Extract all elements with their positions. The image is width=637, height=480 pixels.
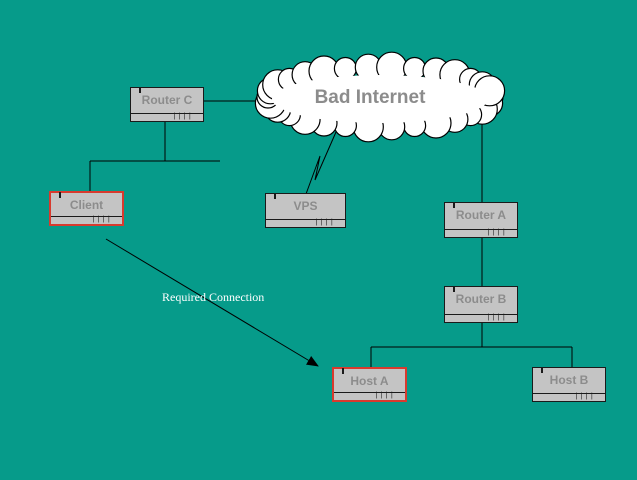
vps-ports: |||| xyxy=(314,219,335,227)
router-c-tick xyxy=(139,87,141,93)
host-a-node[interactable]: Host A |||| xyxy=(332,367,407,402)
required-connection-arrow xyxy=(105,238,319,367)
router-b-ports: |||| xyxy=(486,314,507,322)
host-b-tick xyxy=(541,367,543,373)
router-c-node[interactable]: Router C |||| xyxy=(130,87,204,122)
host-a-label: Host A xyxy=(350,374,389,388)
vps-label: VPS xyxy=(293,199,318,213)
required-connection-label: Required Connection xyxy=(162,290,265,304)
vps-base-line xyxy=(266,219,345,220)
router-b-tick xyxy=(453,286,455,292)
client-ports: |||| xyxy=(91,216,112,224)
router-b-node[interactable]: Router B |||| xyxy=(444,286,518,323)
router-a-label: Router A xyxy=(455,208,507,222)
host-b-ports: |||| xyxy=(574,393,595,401)
client-node[interactable]: Client |||| xyxy=(49,191,124,226)
host-b-label: Host B xyxy=(549,373,589,387)
link-vps-cloud xyxy=(305,131,337,195)
client-base-line xyxy=(51,216,122,217)
host-a-base-line xyxy=(334,392,405,393)
vps-tick xyxy=(274,193,276,199)
router-a-ports: |||| xyxy=(486,229,507,237)
router-a-base-line xyxy=(445,229,517,230)
client-tick xyxy=(59,192,61,198)
router-c-ports: |||| xyxy=(172,113,193,121)
router-b-label: Router B xyxy=(455,292,507,306)
router-c-base-line xyxy=(131,113,203,114)
host-a-ports: |||| xyxy=(374,392,395,400)
router-a-tick xyxy=(453,202,455,208)
router-a-node[interactable]: Router A |||| xyxy=(444,202,518,238)
client-label: Client xyxy=(69,198,104,212)
host-a-tick xyxy=(342,368,344,374)
host-b-node[interactable]: Host B |||| xyxy=(532,367,606,402)
cloud-label: Bad Internet xyxy=(314,87,426,108)
host-b-base-line xyxy=(533,393,605,394)
router-b-base-line xyxy=(445,314,517,315)
router-c-label: Router C xyxy=(141,93,193,107)
vps-node[interactable]: VPS |||| xyxy=(265,193,346,228)
